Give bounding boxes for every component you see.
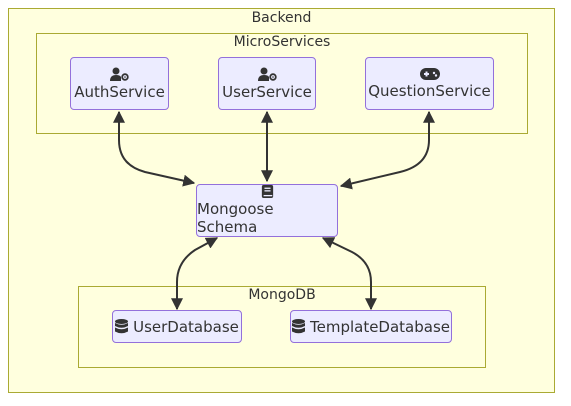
template-database-node[interactable]: TemplateDatabase <box>290 310 452 343</box>
mongoose-schema-label: Mongoose Schema <box>197 200 274 236</box>
question-service-label: QuestionService <box>368 81 491 100</box>
user-database-label: UserDatabase <box>133 317 239 336</box>
template-database-label: TemplateDatabase <box>309 317 451 336</box>
auth-service-label: AuthService <box>74 82 165 101</box>
question-service-node[interactable]: QuestionService <box>365 57 494 110</box>
book-icon <box>261 185 273 198</box>
database-icon <box>291 319 305 334</box>
mongodb-label: MongoDB <box>248 287 316 303</box>
database-icon <box>115 319 129 334</box>
user-service-label: UserService <box>222 82 312 101</box>
user-database-node[interactable]: UserDatabase <box>112 310 242 343</box>
auth-service-node[interactable]: AuthService <box>70 57 169 110</box>
backend-label: Backend <box>251 10 312 26</box>
microservices-label: MicroServices <box>233 34 331 50</box>
mongoose-schema-node[interactable]: Mongoose Schema <box>196 184 338 237</box>
gamepad-icon <box>419 67 440 80</box>
user-cog-icon <box>257 67 277 81</box>
user-service-node[interactable]: UserService <box>218 57 316 110</box>
user-cog-icon <box>110 67 129 81</box>
